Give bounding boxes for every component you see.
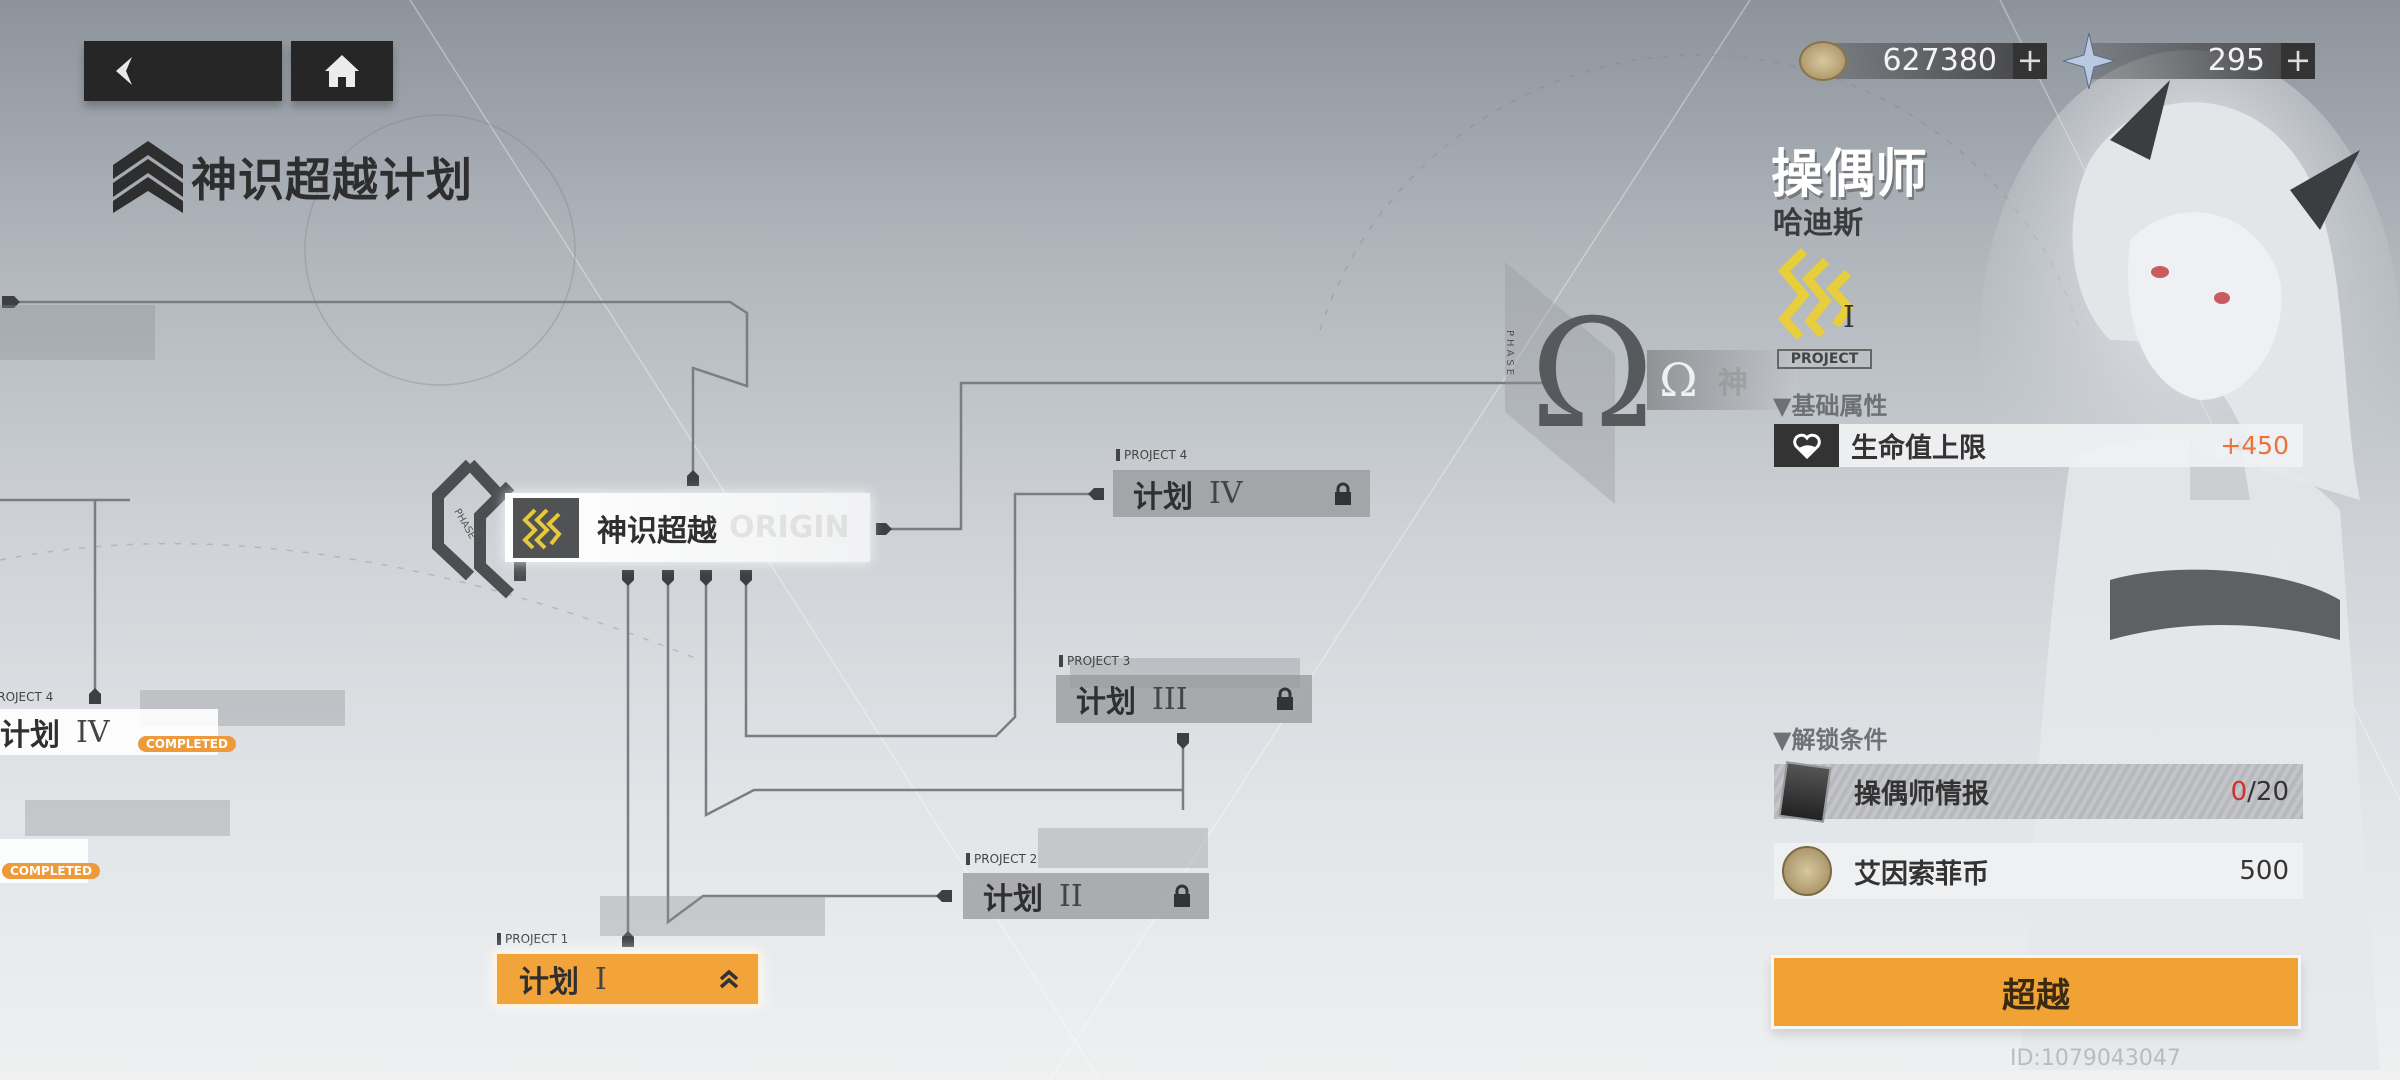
unlock-header: ▼解锁条件 bbox=[1773, 726, 1888, 754]
project-1-label: PROJECT 1 bbox=[497, 933, 568, 945]
page-title: 神识超越计划 bbox=[113, 141, 473, 213]
ein-sof-coin-icon bbox=[1799, 41, 1847, 81]
project-2-label: PROJECT 2 bbox=[966, 853, 1037, 865]
transcend-button[interactable]: 超越 bbox=[1771, 955, 2301, 1029]
lock-icon bbox=[1174, 884, 1190, 907]
add-coin-button[interactable]: + bbox=[2013, 43, 2047, 79]
lock-icon bbox=[1335, 482, 1351, 505]
project-badge: PROJECT bbox=[1777, 349, 1872, 369]
currency-coin: 627380 + bbox=[1799, 41, 2049, 81]
character-portrait bbox=[1980, 50, 2400, 1070]
character-title: 操偶师 bbox=[1771, 145, 1928, 205]
omega-phase-label: PHASE bbox=[1504, 330, 1515, 379]
sss-rank-icon bbox=[1777, 247, 1854, 340]
svg-text:PHASE: PHASE bbox=[451, 507, 477, 541]
currency-crystal: 295 + bbox=[2063, 33, 2317, 89]
origin-watermark: ORIGIN bbox=[729, 510, 850, 545]
project-3-label: PROJECT 3 bbox=[1059, 655, 1130, 667]
attr-row-max-hp: 生命值上限 +450 bbox=[1774, 424, 2303, 467]
heart-icon bbox=[1774, 424, 1839, 467]
star-crystal-icon bbox=[2063, 33, 2115, 89]
omega-icon: Ω bbox=[1659, 353, 1698, 407]
node-origin[interactable]: 神识超越 ORIGIN bbox=[505, 493, 870, 562]
completed-badge: COMPLETED bbox=[138, 736, 236, 752]
req-row-coin[interactable]: 艾因索菲币 500 bbox=[1774, 843, 2303, 899]
req-row-intel[interactable]: 操偶师情报 0/20 bbox=[1774, 760, 2303, 823]
base-attr-header: ▼基础属性 bbox=[1773, 392, 1888, 420]
chevron-left-icon bbox=[116, 57, 132, 85]
rank-chevron-icon bbox=[113, 141, 183, 213]
add-crystal-button[interactable]: + bbox=[2281, 43, 2315, 79]
left-project-4-label: PROJECT 4 bbox=[0, 690, 54, 704]
intel-card-icon bbox=[1778, 760, 1832, 823]
home-button[interactable] bbox=[291, 41, 393, 101]
omega-phase-emblem: Ω bbox=[1530, 288, 1655, 462]
character-name: 哈迪斯 bbox=[1773, 206, 1863, 241]
node-left-project-3[interactable]: COMPLETED bbox=[0, 839, 100, 883]
home-icon bbox=[325, 55, 359, 87]
project-4-label: PROJECT 4 bbox=[1116, 449, 1187, 461]
project-numeral: I bbox=[1843, 300, 1855, 335]
sss-icon bbox=[513, 497, 579, 558]
ein-sof-coin-icon bbox=[1782, 846, 1832, 896]
double-chevron-up-icon bbox=[719, 969, 739, 989]
player-id: ID:1079043047 bbox=[2010, 1046, 2181, 1071]
back-button[interactable] bbox=[84, 41, 282, 101]
lock-icon bbox=[1277, 687, 1293, 710]
node-omega[interactable]: Ω 神 bbox=[1647, 350, 1797, 410]
completed-badge: COMPLETED bbox=[2, 863, 100, 879]
